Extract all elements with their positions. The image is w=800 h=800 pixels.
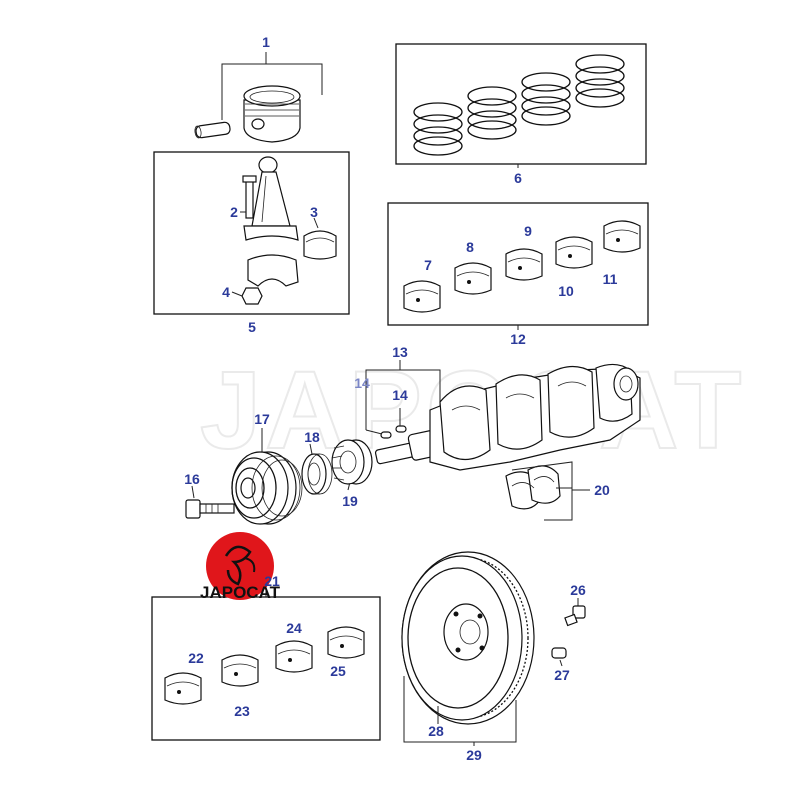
piston-rings-drawing[interactable]	[413, 54, 625, 156]
label-part-24[interactable]: 24	[286, 620, 302, 636]
flywheel-bolt-drawing[interactable]	[564, 605, 586, 627]
label-part-18[interactable]: 18	[304, 429, 320, 445]
label-part-1[interactable]: 1	[262, 34, 270, 50]
label-part-29[interactable]: 29	[466, 747, 482, 763]
label-part-7[interactable]: 7	[424, 257, 432, 273]
piston-drawing[interactable]	[194, 52, 323, 143]
label-part-14-right[interactable]: 14	[392, 387, 408, 403]
label-part-6[interactable]: 6	[514, 170, 522, 186]
label-part-4[interactable]: 4	[222, 284, 230, 300]
main-bearings-drawing[interactable]	[403, 220, 641, 313]
label-part-27[interactable]: 27	[554, 667, 570, 683]
label-part-21[interactable]: 21	[264, 573, 280, 589]
label-part-25[interactable]: 25	[330, 663, 346, 679]
label-part-28[interactable]: 28	[428, 723, 444, 739]
timing-gear-drawing[interactable]	[331, 439, 373, 485]
crankshaft-drawing[interactable]	[374, 363, 641, 471]
brand-name: JAPOCAT	[200, 583, 281, 602]
label-part-19[interactable]: 19	[342, 493, 358, 509]
bearing-set-box	[151, 596, 381, 741]
label-part-13[interactable]: 13	[392, 344, 408, 360]
label-part-17[interactable]: 17	[254, 411, 270, 427]
crankshaft-pulley-drawing[interactable]	[231, 451, 303, 525]
label-part-8[interactable]: 8	[466, 239, 474, 255]
label-part-16[interactable]: 16	[184, 471, 200, 487]
pulley-bolt-drawing[interactable]	[185, 499, 235, 519]
thrust-washers-drawing[interactable]	[505, 465, 561, 510]
connecting-rod-drawing[interactable]	[241, 156, 337, 305]
label-part-12[interactable]: 12	[510, 331, 526, 347]
dowel-pin-drawing[interactable]	[551, 647, 567, 659]
conrod-box	[153, 151, 350, 315]
label-part-10[interactable]: 10	[558, 283, 574, 299]
oil-seal-drawing[interactable]	[301, 453, 333, 495]
label-part-5[interactable]: 5	[248, 319, 256, 335]
japocat-logo: JAPOCAT	[200, 532, 281, 602]
label-part-9[interactable]: 9	[524, 223, 532, 239]
label-part-26[interactable]: 26	[570, 582, 586, 598]
label-part-23[interactable]: 23	[234, 703, 250, 719]
label-part-3[interactable]: 3	[310, 204, 318, 220]
lower-bearings-drawing[interactable]	[164, 626, 365, 705]
label-part-11[interactable]: 11	[603, 271, 618, 287]
piston-rings-box	[395, 43, 647, 165]
label-part-22[interactable]: 22	[188, 650, 204, 666]
flywheel-drawing[interactable]	[401, 551, 535, 725]
label-part-2[interactable]: 2	[230, 204, 238, 220]
label-part-14-left[interactable]: 14	[354, 375, 370, 391]
label-part-20[interactable]: 20	[594, 482, 610, 498]
